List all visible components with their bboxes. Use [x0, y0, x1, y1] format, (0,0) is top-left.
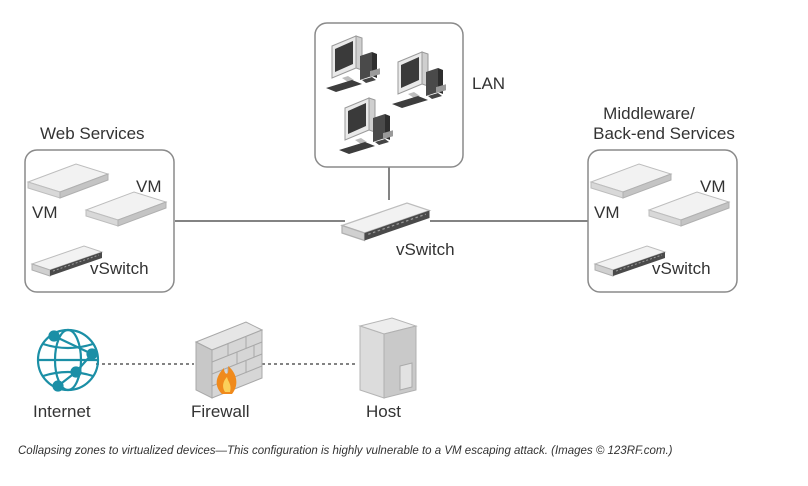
lan-label: LAN	[472, 74, 506, 93]
switch-icon	[341, 202, 431, 242]
core-vswitch-label: vSwitch	[396, 240, 455, 259]
firewall-label: Firewall	[191, 402, 250, 421]
middleware-title-line1: Middleware/	[603, 104, 695, 123]
mid-vm-label-1: VM	[700, 177, 726, 196]
internet-label: Internet	[33, 402, 91, 421]
web-vm-label-2: VM	[32, 203, 58, 222]
mid-vm-label-2: VM	[594, 203, 620, 222]
host-tower-icon	[358, 317, 418, 399]
figure-caption: Collapsing zones to virtualized devices—…	[18, 445, 673, 457]
web-vswitch-label: vSwitch	[90, 259, 149, 278]
host-label: Host	[366, 402, 401, 421]
mid-vswitch-label: vSwitch	[652, 259, 711, 278]
web-vm-label-1: VM	[136, 177, 162, 196]
globe-network-icon	[36, 328, 100, 392]
web-services-title: Web Services	[40, 124, 145, 143]
firewall-icon	[194, 321, 264, 399]
middleware-title-line2: Back-end Services	[593, 124, 735, 143]
